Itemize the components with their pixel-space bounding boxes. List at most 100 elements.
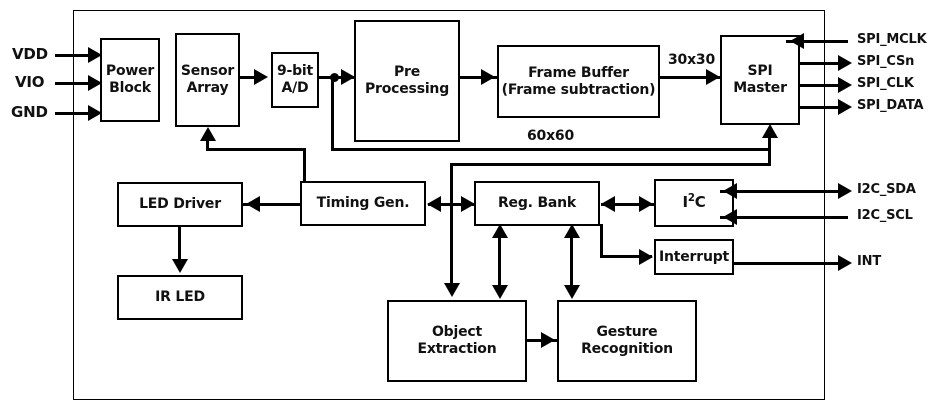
arrowhead-bus-to-object-icon	[444, 283, 460, 297]
arrowhead-spi-csn-icon	[838, 55, 852, 71]
block-label-reg-bank: Reg. Bank	[497, 195, 577, 212]
arrowhead-vdd-icon	[88, 47, 102, 63]
arrowhead-object-to-regbank-icon	[492, 224, 508, 238]
pin-label-vdd: VDD	[12, 45, 48, 63]
wire-frame-to-spi	[660, 76, 722, 79]
wire-regbank-to-interrupt-horizontal	[600, 255, 652, 258]
wire-regbank-bus-vertical-left	[450, 163, 453, 188]
pin-label-i2c-sda: I2C_SDA	[857, 182, 916, 197]
wire-spi-clk	[800, 84, 845, 87]
wire-i2c-scl	[720, 216, 848, 219]
wire-regbank-object	[498, 233, 501, 293]
pin-label-gnd: GND	[11, 103, 48, 121]
wire-regbank-bus-vertical-right	[768, 148, 771, 166]
wire-regbank-i2c	[601, 203, 654, 206]
arrowhead-pre-to-frame-icon	[481, 69, 495, 85]
block-label-timing-gen: Timing Gen.	[316, 195, 410, 212]
pin-label-int: INT	[857, 254, 881, 269]
wire-60x60-horizontal	[331, 148, 771, 151]
arrowhead-int-icon	[838, 255, 852, 271]
arrowhead-spi-clk-icon	[838, 77, 852, 93]
block-pre-processing: Pre Processing	[354, 20, 460, 142]
bus-label-30x30: 30x30	[668, 52, 715, 68]
arrowhead-timing-to-regbank-icon	[461, 196, 475, 212]
block-ir-led: IR LED	[117, 275, 243, 320]
wire-gnd	[55, 112, 95, 115]
arrowhead-regbank-to-gesture-icon	[564, 285, 580, 299]
block-label-pre-processing: Pre Processing	[364, 64, 450, 97]
wire-regbank-gesture	[570, 233, 573, 293]
wire-timing-feedback-to-sensor	[206, 140, 209, 150]
arrowhead-i2c-sda-in-icon	[723, 183, 737, 199]
chip-boundary	[73, 10, 825, 400]
pin-label-spi-clk: SPI_CLK	[857, 76, 914, 91]
wire-led-driver-to-ir-led	[178, 227, 181, 263]
arrowhead-adc-to-pre-icon	[341, 69, 355, 85]
wire-i2c-sda	[720, 190, 845, 193]
pin-label-spi-data: SPI_DATA	[857, 98, 924, 113]
arrowhead-spi-mclk-icon	[790, 33, 804, 49]
wire-timing-feedback-horizontal	[206, 148, 306, 151]
wire-60x60-vertical-right	[768, 128, 771, 151]
arrowhead-sensor-to-adc-icon	[254, 69, 268, 85]
arrowhead-regbank-to-object-icon	[492, 285, 508, 299]
wire-spi-csn	[800, 62, 845, 65]
wire-regbank-to-interrupt-vertical	[600, 224, 603, 258]
arrowhead-i2c-sda-out-icon	[838, 183, 852, 199]
arrowhead-gesture-to-regbank-icon	[564, 224, 580, 238]
block-timing-gen: Timing Gen.	[300, 181, 426, 226]
block-frame-buffer: Frame Buffer(Frame subtraction)	[497, 45, 660, 118]
block-interrupt: Interrupt	[654, 239, 734, 275]
arrowhead-spi-data-icon	[838, 99, 852, 115]
block-reg-bank: Reg. Bank	[474, 181, 600, 226]
block-i2c: I2C	[654, 179, 734, 227]
wire-timing-to-led	[243, 203, 300, 206]
bus-label-60x60: 60x60	[527, 128, 574, 144]
pin-label-spi-mclk: SPI_MCLK	[857, 32, 927, 47]
wire-spi-data	[800, 106, 845, 109]
arrowhead-vio-icon	[88, 75, 102, 91]
wire-int	[734, 262, 846, 265]
wire-vio	[55, 82, 95, 85]
wire-pre-to-frame	[460, 76, 497, 79]
block-led-driver: LED Driver	[117, 182, 243, 227]
pin-label-i2c-scl: I2C_SCL	[857, 208, 913, 223]
block-label-interrupt: Interrupt	[658, 248, 730, 265]
arrowhead-i2c-to-regbank-icon	[601, 196, 615, 212]
wire-regbank-bus-horizontal	[450, 163, 770, 166]
arrowhead-i2c-scl-icon	[723, 209, 737, 225]
pin-label-vio: VIO	[15, 73, 45, 91]
arrowhead-frame-to-spi-icon	[706, 69, 720, 85]
block-label-led-driver: LED Driver	[139, 196, 221, 213]
arrowhead-object-to-gesture-icon	[541, 332, 555, 348]
junction-dot-adc	[330, 73, 339, 82]
arrowhead-regbank-to-interrupt-icon	[639, 249, 653, 265]
arrowhead-led-to-irled-icon	[172, 259, 188, 273]
wire-sensor-to-adc	[240, 76, 260, 79]
wire-timing-feedback-vertical	[303, 148, 306, 183]
block-label-i2c: I2C	[682, 193, 706, 212]
wire-bus-to-object-extraction	[450, 185, 453, 285]
arrowhead-regbank-to-timing-icon	[427, 196, 441, 212]
arrowhead-60x60-to-spi-icon	[762, 124, 778, 138]
pin-label-spi-csn: SPI_CSn	[857, 54, 915, 69]
arrowhead-regbank-to-i2c-icon	[639, 196, 653, 212]
arrowhead-timing-to-led-icon	[246, 196, 260, 212]
wire-60x60-vertical-left	[331, 76, 334, 151]
block-label-frame-buffer: Frame Buffer(Frame subtraction)	[501, 64, 656, 98]
arrowhead-timing-to-sensor-icon	[200, 127, 216, 141]
arrowhead-gnd-icon	[88, 105, 102, 121]
